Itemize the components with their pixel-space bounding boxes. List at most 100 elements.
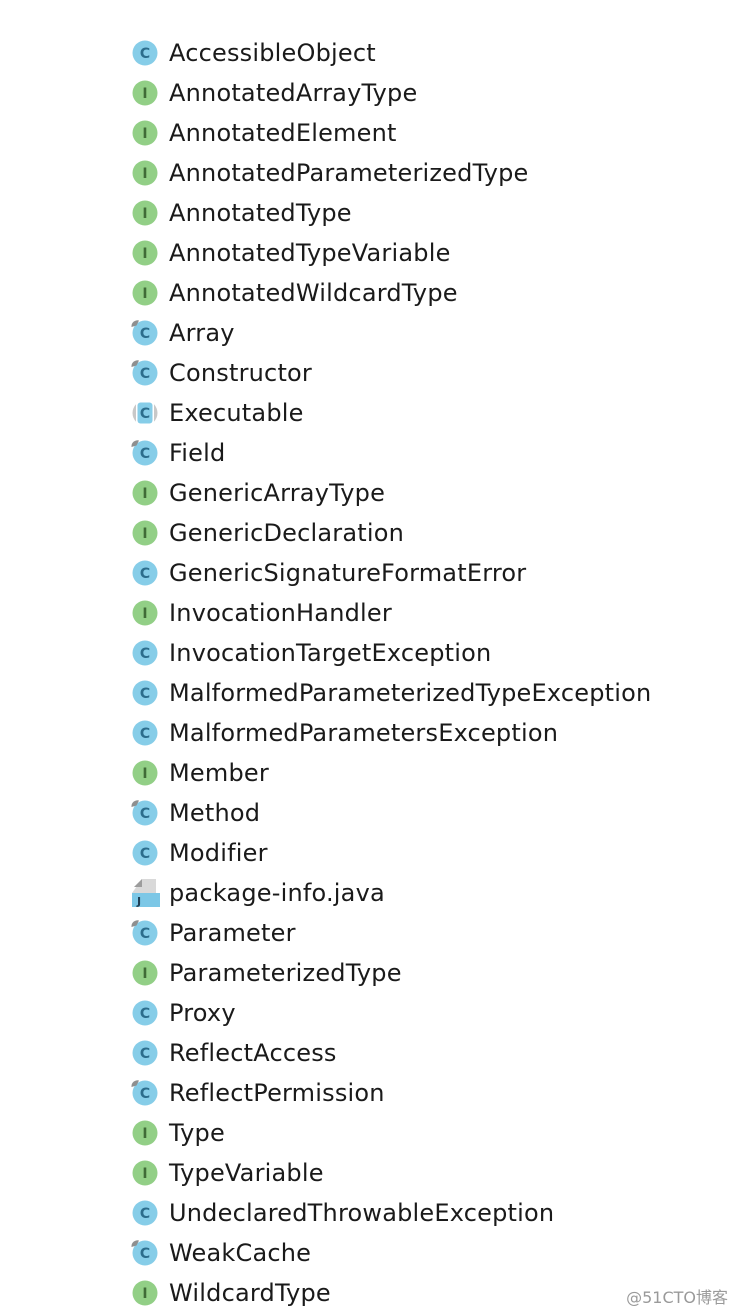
tree-item-label: Method bbox=[169, 799, 261, 827]
svg-text:C: C bbox=[140, 726, 150, 742]
tree-item-label: ReflectAccess bbox=[169, 1039, 337, 1067]
tree-item-label: WildcardType bbox=[169, 1279, 331, 1307]
interface-icon: I bbox=[130, 759, 160, 787]
final-class-icon: C bbox=[130, 1239, 160, 1267]
svg-text:C: C bbox=[140, 366, 150, 382]
final-class-icon: C bbox=[130, 799, 160, 827]
interface-icon: I bbox=[130, 199, 160, 227]
tree-item-label: ParameterizedType bbox=[169, 959, 402, 987]
interface-icon: I bbox=[130, 79, 160, 107]
svg-text:C: C bbox=[140, 566, 150, 582]
tree-item-label: GenericSignatureFormatError bbox=[169, 559, 527, 587]
tree-item-label: InvocationHandler bbox=[169, 599, 392, 627]
svg-text:C: C bbox=[140, 646, 150, 662]
tree-item-label: Field bbox=[169, 439, 226, 467]
tree-item[interactable]: C Proxy bbox=[130, 993, 720, 1033]
svg-text:I: I bbox=[142, 966, 147, 982]
tree-item[interactable]: I AnnotatedTypeVariable bbox=[130, 233, 720, 273]
svg-text:C: C bbox=[140, 326, 150, 342]
tree-item[interactable]: C ReflectAccess bbox=[130, 1033, 720, 1073]
class-icon: C bbox=[130, 839, 160, 867]
class-icon: C bbox=[130, 39, 160, 67]
tree-item[interactable]: I WildcardType bbox=[130, 1273, 720, 1313]
svg-text:C: C bbox=[140, 686, 150, 702]
interface-icon: I bbox=[130, 479, 160, 507]
svg-text:C: C bbox=[140, 1246, 150, 1262]
tree-item[interactable]: C GenericSignatureFormatError bbox=[130, 553, 720, 593]
tree-item-label: Array bbox=[169, 319, 235, 347]
tree-item-label: Parameter bbox=[169, 919, 296, 947]
final-class-icon: C bbox=[130, 919, 160, 947]
svg-text:C: C bbox=[140, 926, 150, 942]
svg-text:C: C bbox=[140, 806, 150, 822]
interface-icon: I bbox=[130, 519, 160, 547]
tree-item[interactable]: C Method bbox=[130, 793, 720, 833]
class-icon: C bbox=[130, 1039, 160, 1067]
class-icon: C bbox=[130, 639, 160, 667]
svg-text:I: I bbox=[142, 126, 147, 142]
interface-icon: I bbox=[130, 959, 160, 987]
tree-item[interactable]: C AccessibleObject bbox=[130, 33, 720, 73]
svg-text:C: C bbox=[140, 46, 150, 62]
tree-item-label: MalformedParametersException bbox=[169, 719, 559, 747]
svg-text:C: C bbox=[140, 1206, 150, 1222]
tree-item[interactable]: C Constructor bbox=[130, 353, 720, 393]
tree-item[interactable]: C MalformedParametersException bbox=[130, 713, 720, 753]
svg-text:C: C bbox=[140, 846, 150, 862]
interface-icon: I bbox=[130, 1279, 160, 1307]
svg-text:I: I bbox=[142, 486, 147, 502]
tree-item-label: MalformedParameterizedTypeException bbox=[169, 679, 652, 707]
tree-item[interactable]: I Member bbox=[130, 753, 720, 793]
svg-text:C: C bbox=[140, 1046, 150, 1062]
tree-item[interactable]: C Modifier bbox=[130, 833, 720, 873]
svg-text:I: I bbox=[142, 606, 147, 622]
tree-item[interactable]: C MalformedParameterizedTypeException bbox=[130, 673, 720, 713]
tree-item-label: AnnotatedParameterizedType bbox=[169, 159, 529, 187]
interface-icon: I bbox=[130, 279, 160, 307]
class-icon: C bbox=[130, 1199, 160, 1227]
tree-item[interactable]: I ParameterizedType bbox=[130, 953, 720, 993]
watermark: @51CTO博客 bbox=[626, 1288, 728, 1307]
tree-item-label: AnnotatedTypeVariable bbox=[169, 239, 451, 267]
class-icon: C bbox=[130, 999, 160, 1027]
tree-item[interactable]: I AnnotatedArrayType bbox=[130, 73, 720, 113]
tree-item-label: Modifier bbox=[169, 839, 268, 867]
tree-item[interactable]: C Parameter bbox=[130, 913, 720, 953]
tree-item[interactable]: I InvocationHandler bbox=[130, 593, 720, 633]
svg-text:I: I bbox=[142, 526, 147, 542]
tree-item[interactable]: C Executable bbox=[130, 393, 720, 433]
tree-item-label: Proxy bbox=[169, 999, 236, 1027]
interface-icon: I bbox=[130, 239, 160, 267]
abstract-class-icon: C bbox=[130, 399, 160, 427]
svg-text:I: I bbox=[142, 286, 147, 302]
tree-item[interactable]: C Array bbox=[130, 313, 720, 353]
tree-item-label: AccessibleObject bbox=[169, 39, 376, 67]
svg-text:I: I bbox=[142, 206, 147, 222]
svg-text:I: I bbox=[142, 86, 147, 102]
tree-item-label: Executable bbox=[169, 399, 304, 427]
final-class-icon: C bbox=[130, 359, 160, 387]
svg-text:I: I bbox=[142, 1126, 147, 1142]
java-file-icon: J bbox=[130, 879, 160, 907]
tree-item-label: AnnotatedArrayType bbox=[169, 79, 418, 107]
svg-text:C: C bbox=[140, 406, 150, 422]
tree-item-label: Constructor bbox=[169, 359, 313, 387]
class-icon: C bbox=[130, 679, 160, 707]
tree-item-label: Member bbox=[169, 759, 269, 787]
class-icon: C bbox=[130, 559, 160, 587]
